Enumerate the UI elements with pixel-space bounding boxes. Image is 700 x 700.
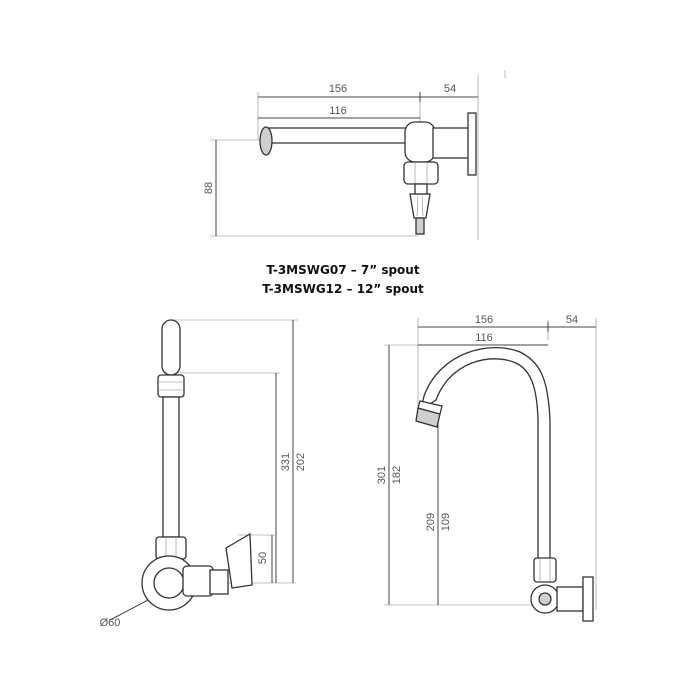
dim-label-331: 331 <box>280 453 292 471</box>
spout-tube <box>162 396 180 538</box>
handle-stem <box>414 183 428 195</box>
dim-label-diameter: Ø60 <box>100 617 121 629</box>
valve-core <box>538 592 552 606</box>
model-title-12in: T-3MSWG12 – 12” spout <box>262 282 424 296</box>
lever-handle <box>225 532 253 589</box>
handle-rib <box>421 195 424 217</box>
aerator-collar <box>157 374 185 398</box>
dim-label-54: 54 <box>566 314 578 326</box>
wall-connector <box>432 127 474 159</box>
left-side-view: Ø60 331 202 50 <box>100 319 307 629</box>
dim-label-182: 182 <box>391 466 403 484</box>
wall-connector <box>556 586 584 612</box>
right-side-view: 156 116 54 301 182 209 109 <box>376 314 597 622</box>
spout-tip <box>161 319 181 376</box>
handle-rib <box>416 195 419 217</box>
lever-handle <box>409 193 431 219</box>
swivel-body <box>404 121 436 163</box>
dim-label-209: 209 <box>425 513 437 531</box>
gooseneck-spout <box>420 346 551 561</box>
dim-label-156: 156 <box>329 83 347 95</box>
valve-connector <box>182 565 214 597</box>
dim-label-202: 202 <box>295 453 307 471</box>
dim-label-109: 109 <box>440 513 452 531</box>
handle-pin <box>415 217 425 235</box>
dim-label-156: 156 <box>475 314 493 326</box>
spout-arm <box>262 127 414 144</box>
aerator-collar <box>417 400 443 415</box>
spout-tip <box>259 126 273 156</box>
wall-flange <box>582 576 594 622</box>
dim-label-116: 116 <box>329 105 347 117</box>
valve-inner-ring <box>153 567 185 599</box>
model-title-7in: T-3MSWG07 – 7” spout <box>266 263 419 277</box>
dim-label-301: 301 <box>376 466 388 484</box>
hex-nut <box>403 161 439 185</box>
dim-label-50: 50 <box>257 552 269 564</box>
swivel-nut <box>533 557 557 583</box>
dim-label-88: 88 <box>203 182 215 194</box>
diameter-leader <box>109 599 149 621</box>
top-view: 156 116 54 88 <box>203 70 506 240</box>
valve-cap <box>209 569 229 595</box>
dim-label-54: 54 <box>444 83 456 95</box>
wall-flange <box>467 112 477 176</box>
dim-label-116: 116 <box>475 332 493 344</box>
